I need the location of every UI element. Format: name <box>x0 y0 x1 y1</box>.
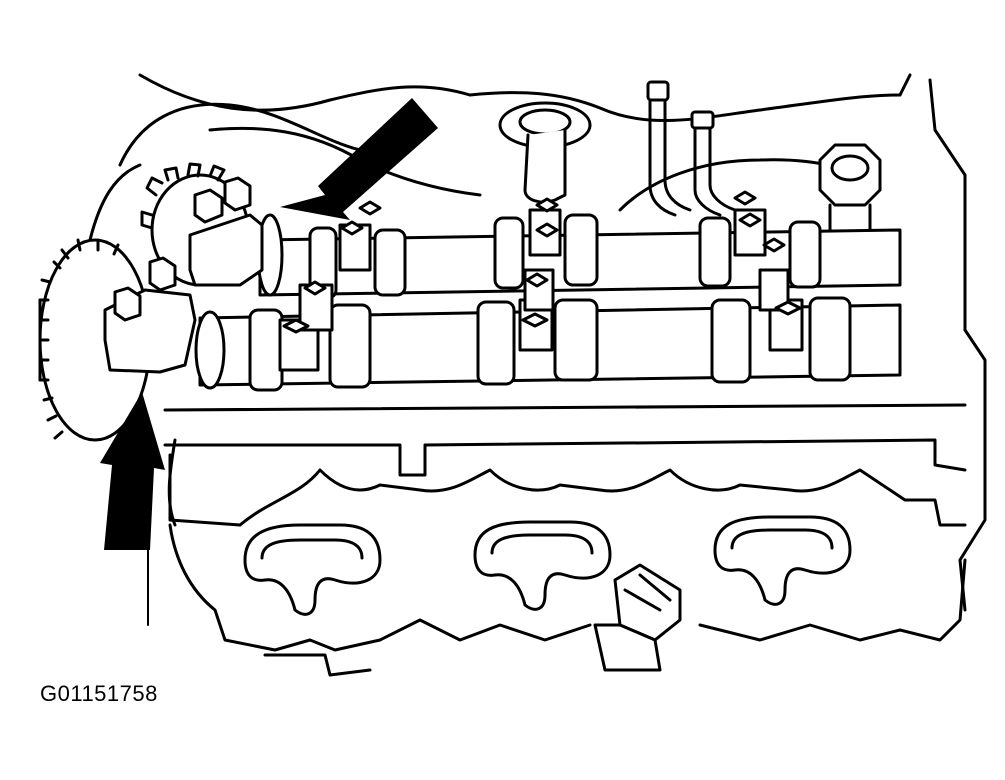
figure-code: G01151758 <box>40 681 158 706</box>
cap-bolts <box>282 190 802 334</box>
intake-ports <box>243 515 852 616</box>
hex-nut-bracket <box>818 143 882 262</box>
sensor-connector <box>593 563 682 672</box>
breather-elbow <box>498 101 592 204</box>
lower-pointer-arrow <box>100 392 165 550</box>
upper-pointer-arrow <box>280 98 438 220</box>
timing-sensor-brackets <box>103 176 264 374</box>
fuel-lines <box>646 80 737 217</box>
